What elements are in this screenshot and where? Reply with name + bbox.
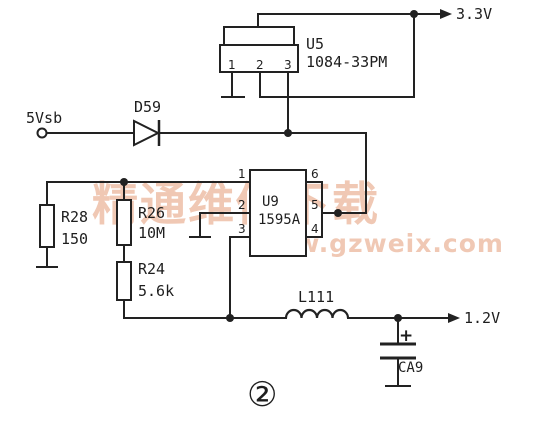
inductor-icon [284,308,350,319]
input-terminal-icon [36,127,48,139]
u9-pin1-label: 1 [238,167,246,181]
rail-5vsb-label: 5Vsb [26,109,62,127]
u5-body [219,44,299,73]
r24-resistor: R24 5.6k [116,260,174,301]
rail-33v-label: 3.3V [456,5,492,23]
diode-icon [133,119,161,147]
resistor-icon [116,199,132,246]
junction-dot [394,314,402,322]
r26-value-label: 10M [138,224,165,242]
junction-dot [120,178,128,186]
r26-resistor: R26 10M [116,199,165,246]
r28-value-label: 150 [61,230,88,248]
rail-12v-label: 1.2V [464,309,500,327]
arrow-33v-icon [440,9,452,19]
l111-ref-label: L111 [298,288,334,306]
resistor-icon [39,204,55,248]
u9-ref-label: U9 [262,194,279,210]
u9-pin6-label: 6 [311,167,319,181]
u9-part-label: 1595A [258,212,301,228]
junction-dot [226,314,234,322]
u5-tab [223,26,295,46]
u9-pin5-label: 5 [311,198,319,212]
ca9-ref-label: CA9 [398,360,423,376]
r24-value-label: 5.6k [138,282,174,300]
rail-arrows [440,9,460,323]
u5-pin1-label: 1 [228,58,236,72]
r28-resistor: R28 150 [39,204,88,248]
ca9-polarity-label: + [399,326,413,346]
u5-pin3-label: 3 [284,58,292,72]
u5-pin2-label: 2 [256,58,264,72]
u9-pin4-label: 4 [311,222,319,236]
junction-dot [334,209,342,217]
ca9-capacitor: + CA9 [380,326,423,376]
r26-ref-label: R26 [138,204,165,222]
u5-ref-label: U5 [306,35,324,53]
u5-part-label: 1084-33PM [306,53,387,71]
u9-body [249,169,307,257]
wires [36,13,449,387]
resistor-icon [116,261,132,301]
figure-number: ② [247,375,277,415]
d59-diode: D59 [133,98,161,147]
l111-inductor: L111 [284,288,350,319]
junction-dots [120,10,418,322]
u5-regulator: 1 2 3 U5 1084-33PM [219,26,387,73]
u9-pin3-label: 3 [238,222,246,236]
junction-dot [284,129,292,137]
r24-ref-label: R24 [138,260,165,278]
junction-dot [410,10,418,18]
arrow-12v-icon [448,313,460,323]
d59-ref-label: D59 [134,98,161,116]
r28-ref-label: R28 [61,208,88,226]
u9-ic: U9 1595A 1 2 3 4 5 6 [238,167,319,257]
watermark-chinese-text: 精通维修下载 [92,177,380,231]
u9-pin2-label: 2 [238,198,246,212]
